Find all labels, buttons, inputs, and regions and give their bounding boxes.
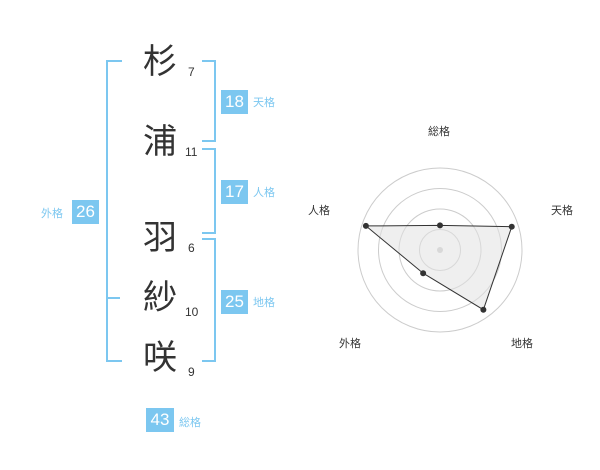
gaikaku-bracket [106, 60, 122, 362]
radar-axis-label-4: 外格 [339, 337, 361, 350]
jinkaku-label: 人格 [253, 186, 275, 199]
radar-point-1 [437, 222, 443, 229]
radar-point-5 [362, 222, 369, 229]
stroke-count-5: 9 [188, 365, 195, 379]
tenkaku-value: 18 [221, 90, 248, 114]
radar-point-4 [420, 270, 427, 277]
gaikaku-label: 外格 [41, 207, 63, 220]
name-char-1: 杉 [143, 42, 177, 82]
radar-point-2 [508, 223, 515, 230]
name-char-4: 紗 [143, 278, 177, 318]
stroke-count-4: 10 [185, 305, 199, 319]
gaikaku-bracket-mid [106, 297, 120, 299]
jinkaku-value: 17 [221, 180, 248, 204]
tenkaku-label: 天格 [253, 96, 275, 109]
name-char-3: 羽 [143, 218, 177, 258]
radar-axis-label-3: 地格 [511, 337, 533, 350]
radar-series-polygon [364, 224, 513, 311]
radar-grid-ring [357, 167, 523, 333]
tenkaku-bracket [202, 60, 216, 142]
name-char-5: 咲 [143, 338, 177, 378]
radar-axis-label-1: 総格 [428, 125, 450, 138]
gaikaku-value: 26 [72, 200, 99, 224]
chikaku-bracket [202, 238, 216, 362]
soukaku-label: 総格 [179, 416, 201, 429]
radar-axis-label-5: 人格 [308, 204, 330, 217]
name-char-2: 浦 [143, 122, 177, 162]
radar-point-3 [480, 306, 487, 313]
stroke-count-3: 6 [188, 241, 195, 255]
chikaku-label: 地格 [253, 296, 275, 309]
soukaku-value: 43 [146, 408, 174, 432]
chikaku-value: 25 [221, 290, 248, 314]
stroke-count-2: 11 [185, 145, 198, 159]
jinkaku-bracket [202, 148, 216, 234]
stroke-count-1: 7 [188, 65, 195, 79]
radar-axis-label-2: 天格 [551, 204, 573, 217]
